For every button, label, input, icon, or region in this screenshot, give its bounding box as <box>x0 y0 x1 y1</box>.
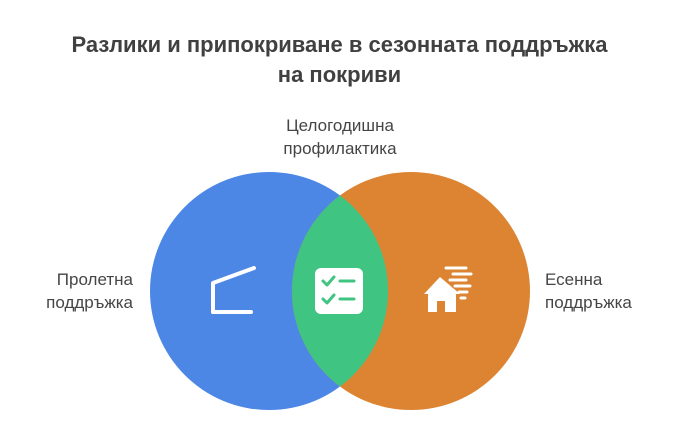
title-line-1: Разлики и припокриване в сезонната поддр… <box>71 32 608 57</box>
overlap-label: Целогодишна профилактика <box>220 114 460 160</box>
left-label-line-1: Пролетна <box>56 270 133 289</box>
title-line-2: на покриви <box>277 62 402 87</box>
diagram-title: Разлики и припокриване в сезонната поддр… <box>0 30 679 90</box>
year-round-overlap <box>292 172 388 410</box>
right-label-line-1: Есенна <box>545 270 603 289</box>
checklist-icon <box>315 268 363 314</box>
overlap-label-line-1: Целогодишна <box>286 116 394 135</box>
right-label: Есенна поддръжка <box>545 268 675 314</box>
overlap-label-line-2: профилактика <box>283 139 397 158</box>
right-label-line-2: поддръжка <box>545 293 632 312</box>
roof-outline-icon <box>211 266 256 314</box>
left-label-line-2: поддръжка <box>46 293 133 312</box>
wind-house-icon <box>424 266 473 312</box>
left-label: Пролетна поддръжка <box>0 268 133 314</box>
